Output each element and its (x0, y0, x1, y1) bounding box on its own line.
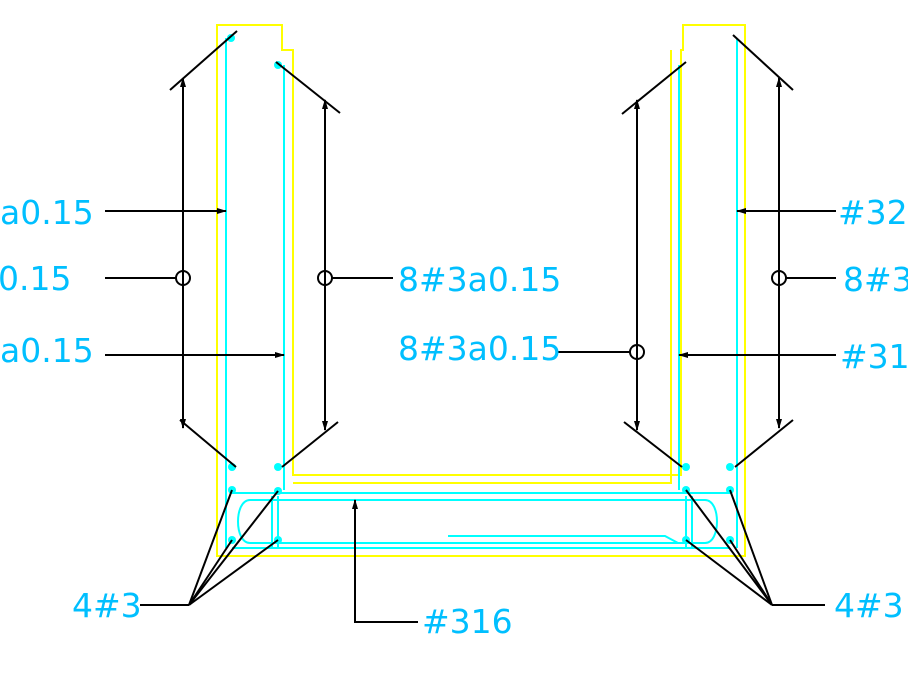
rebar-dot (726, 463, 734, 471)
leader-right-corner-fan (729, 539, 773, 606)
label-left-wall-bottom: a0.15 (0, 331, 94, 370)
label-right-wall-mid: 8#3 (843, 260, 908, 299)
leader-left-corner-fan (188, 539, 279, 606)
label-left-wall-top: a0.15 (0, 193, 94, 232)
right-outer-tick-bottom (734, 419, 794, 468)
rebar-lines (225, 38, 738, 549)
leader-circle-right-outer (771, 270, 787, 286)
leader-lines (105, 30, 836, 623)
label-right-wall-inner-mid: 8#3a0.15 (398, 329, 561, 368)
inner-channel-outline (293, 50, 672, 484)
label-right-wall-top: #321 (838, 193, 908, 232)
leader-right-corner-fan (685, 539, 773, 606)
leader-left-corner-fan (188, 490, 279, 606)
label-base-bar: #316 (422, 602, 513, 641)
label-left-corner-bars: 4#3 (72, 586, 142, 625)
leader-right-corner-fan (685, 489, 773, 606)
rebar-labels: a0.15 0.15 a0.15 8#3a0.15 8#3a0.15 #321 … (0, 193, 908, 641)
left-inner-tick-bottom (281, 421, 339, 468)
leader-circle-right-inner (629, 344, 645, 360)
leader-right-corner-fan (729, 489, 773, 606)
rebar-dot (227, 34, 235, 42)
right-outer-tick-top (732, 34, 794, 91)
leader-left-corner-fan (188, 539, 233, 606)
concrete-outline (216, 24, 746, 557)
left-outer-tick-bottom (179, 419, 237, 468)
base-lap-splice (448, 535, 679, 544)
leader-circle-left-outer (175, 270, 191, 286)
leader-base-bar (352, 499, 418, 623)
right-bar-hook (685, 496, 718, 548)
leader-left-corner-fan (188, 489, 233, 606)
label-left-wall-mid: 0.15 (0, 259, 71, 298)
right-inner-tick-bottom (623, 421, 683, 468)
rebar-dot (682, 463, 690, 471)
left-inner-tick-top (275, 61, 341, 114)
outer-concrete-outline (216, 24, 746, 557)
label-right-wall-bottom: #31 (840, 337, 908, 376)
left-bar-hook (237, 496, 279, 548)
label-left-wall-inner-mid: 8#3a0.15 (398, 260, 561, 299)
rebar-dot (274, 463, 282, 471)
label-right-corner-bars: 4#3 (834, 586, 904, 625)
leader-circle-left-inner (317, 270, 333, 286)
right-inner-tick-top (621, 61, 687, 115)
